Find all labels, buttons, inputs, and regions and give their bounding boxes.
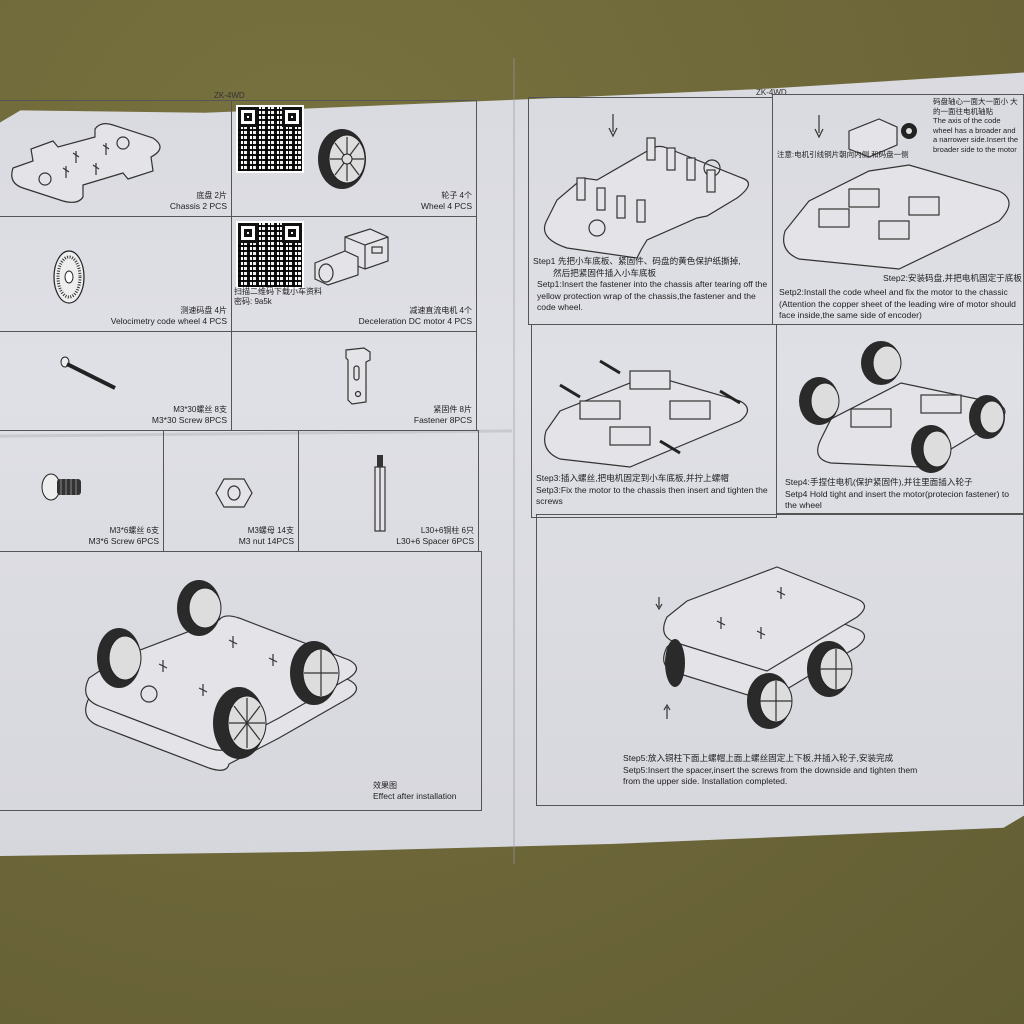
fastener-icon — [345, 347, 371, 405]
step-2-axis-note: 码盘轴心一面大一面小 大的一面往电机轴贴 The axis of the cod… — [933, 97, 1019, 154]
left-page-header: ZK-4WD — [214, 91, 245, 100]
wheel-icon — [97, 628, 142, 688]
code-wheel-icon — [53, 250, 85, 304]
wheel-icon — [665, 639, 685, 687]
qr-download-note: 扫描二维码下载小车资料密码: 9a5k — [234, 287, 322, 306]
long-screw-icon — [60, 356, 116, 390]
wheel-icon — [177, 580, 222, 636]
down-arrow-icon — [608, 114, 618, 138]
wheel-icon — [318, 129, 366, 189]
wheel-icon — [747, 673, 793, 729]
wheel-icon — [290, 641, 340, 705]
down-arrow-icon — [655, 597, 663, 611]
download-qr-code[interactable] — [236, 221, 304, 289]
spacer-icon — [374, 455, 386, 532]
step-2-panel: 码盘轴心一面大一面小 大的一面往电机轴贴 The axis of the cod… — [772, 94, 1024, 325]
step2-diagram-icon — [783, 115, 1010, 270]
step-2-wire-note: 注意:电机引线铜片朝向内侧,和码盘一侧 — [777, 150, 909, 159]
hex-nut-icon — [215, 478, 253, 508]
up-arrow-icon — [663, 703, 671, 719]
wheel-icon — [861, 341, 902, 385]
dc-motor-icon — [314, 228, 389, 286]
step3-diagram-icon — [544, 359, 749, 468]
wheel-icon — [807, 641, 853, 697]
step-1-text: Step1 先把小车底板、紧固件、码盘的黄色保护纸撕掉, 然后把紧固件插入小车底… — [533, 256, 768, 312]
wheel-icon — [911, 425, 952, 473]
right-page-header: ZK-4WD — [756, 88, 787, 97]
wheel-icon — [799, 377, 840, 425]
step-1-panel: Step1 先把小车底板、紧固件、码盘的黄色保护纸撕掉, 然后把紧固件插入小车底… — [528, 97, 773, 325]
chassis-plate-icon — [11, 123, 161, 203]
step4-diagram-icon — [799, 341, 1006, 473]
qr-code[interactable] — [236, 105, 304, 173]
center-fold — [513, 58, 515, 864]
down-arrow-icon — [814, 115, 824, 139]
step1-diagram-icon — [543, 114, 749, 259]
short-screw-icon — [41, 473, 81, 501]
step-2-text-en: Setp2:Install the code wheel and fix the… — [779, 287, 1016, 320]
wheel-icon — [969, 395, 1005, 439]
step5-diagram-icon — [655, 566, 866, 729]
step-2-text-zh: Step2:安装码盘,并把电机固定于底板 — [883, 273, 1022, 283]
assembled-car-icon — [85, 580, 358, 771]
wheel-icon — [213, 687, 267, 759]
